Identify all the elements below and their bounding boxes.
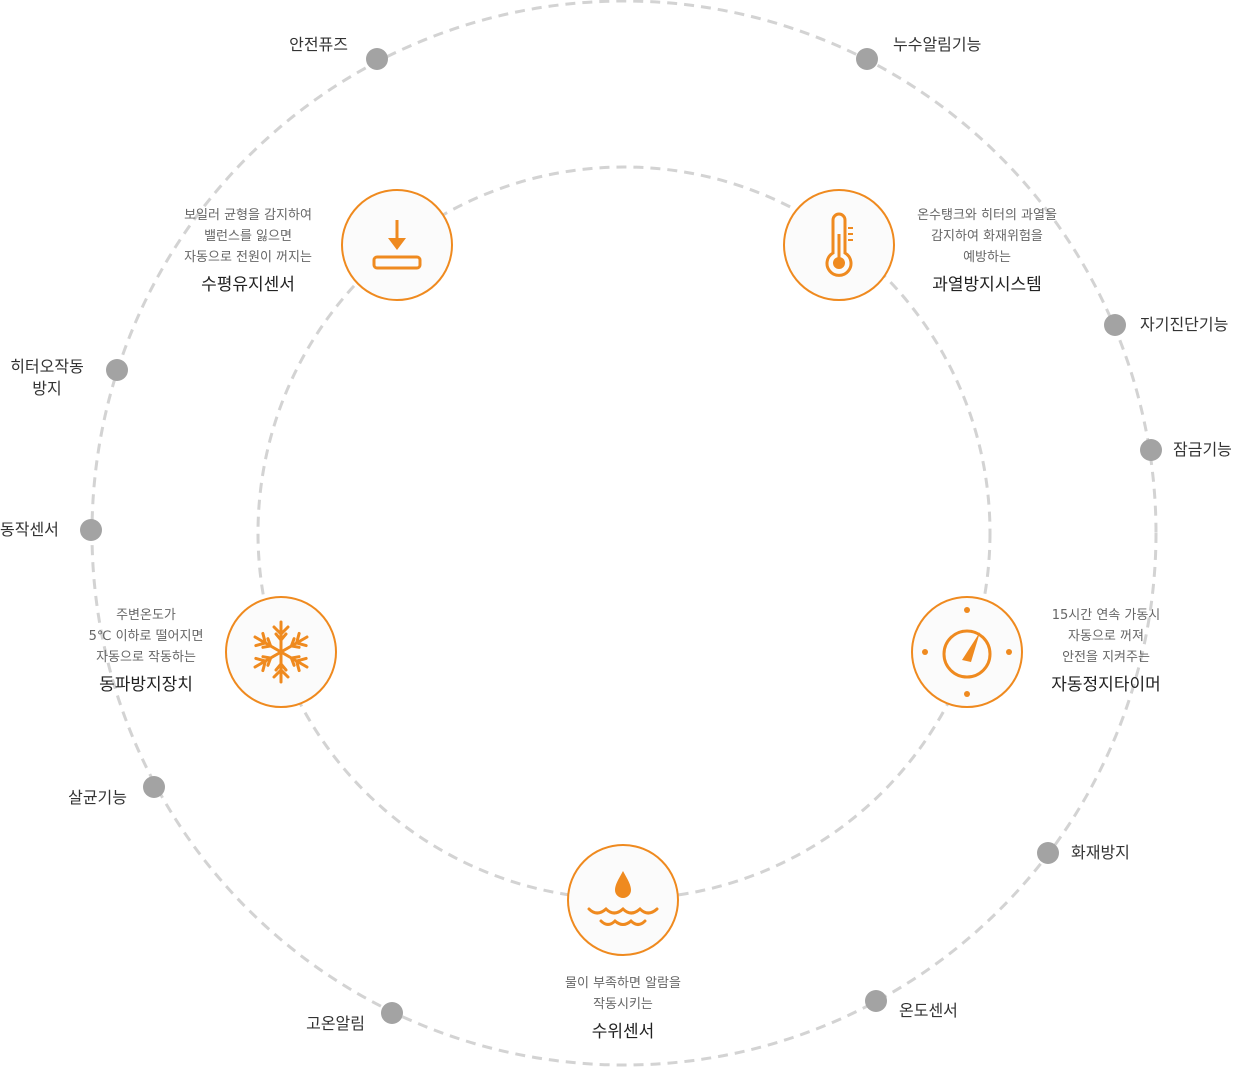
feature-desc: 온수탱크와 히터의 과열을 감지하여 화재위험을 예방하는 (917, 208, 1057, 265)
feature-circle-auto-stop (911, 596, 1023, 708)
feature-text-water-level: 물이 부족하면 알람을 작동시키는 수위센서 (565, 973, 681, 1045)
feature-text-auto-stop: 15시간 연속 가동시 자동으로 꺼져 안전을 지켜주는 자동정지타이머 (1051, 605, 1160, 698)
feature-title: 자동정지타이머 (1051, 675, 1161, 695)
outer-label-high-temp-alarm: 고온알림 (306, 1014, 365, 1033)
feature-desc: 15시간 연속 가동시 자동으로 꺼져 안전을 지켜주는 (1051, 608, 1161, 665)
outer-label-heater-malfunction: 히터오작동 방지 (10, 357, 84, 398)
feature-text-freeze: 주변온도가 5℃ 이하로 떨어지면 자동으로 작동하는 동파방지장치 (89, 605, 204, 698)
feature-title: 동파방지장치 (99, 675, 193, 695)
outer-dot-sterilization (143, 776, 165, 798)
outer-dot-heater-malfunction (106, 359, 128, 381)
feature-circle-overheat (783, 189, 895, 301)
inner-dashed-ring (256, 165, 992, 901)
outer-dot-motion-sensor (80, 519, 102, 541)
feature-desc: 주변온도가 5℃ 이하로 떨어지면 자동으로 작동하는 (88, 608, 204, 665)
feature-desc: 물이 부족하면 알람을 작동시키는 (565, 976, 681, 1012)
feature-circle-freeze (225, 596, 337, 708)
outer-label-fire-prevention: 화재방지 (1071, 843, 1130, 862)
feature-circle-water-level (567, 844, 679, 956)
feature-text-level-sensor: 보일러 균형을 감지하여 밸런스를 잃으면 자동으로 전원이 꺼지는 수평유지센… (184, 205, 312, 298)
outer-label-safety-fuse: 안전퓨즈 (289, 35, 348, 54)
outer-label-temp-sensor: 온도센서 (899, 1001, 958, 1020)
outer-dot-leak-alarm (856, 48, 878, 70)
timer-dial-icon (922, 607, 1012, 697)
feature-desc: 보일러 균형을 감지하여 밸런스를 잃으면 자동으로 전원이 꺼지는 (184, 208, 312, 265)
feature-title: 수위센서 (591, 1022, 655, 1042)
feature-title: 과열방지시스템 (932, 275, 1042, 295)
feature-text-overheat: 온수탱크와 히터의 과열을 감지하여 화재위험을 예방하는 과열방지시스템 (917, 205, 1057, 298)
outer-label-leak-alarm: 누수알림기능 (893, 35, 982, 54)
outer-dot-fire-prevention (1037, 842, 1059, 864)
outer-dot-lock (1140, 439, 1162, 461)
feature-circle-level-sensor (341, 189, 453, 301)
outer-dot-safety-fuse (366, 48, 388, 70)
thermometer-icon (825, 212, 853, 277)
level-arrow-icon (372, 220, 422, 270)
outer-label-lock: 잠금기능 (1173, 440, 1232, 459)
outer-label-self-diagnosis: 자기진단기능 (1140, 315, 1229, 334)
snowflake-icon (253, 620, 309, 684)
outer-dot-temp-sensor (865, 990, 887, 1012)
outer-dot-high-temp-alarm (381, 1002, 403, 1024)
outer-dot-self-diagnosis (1104, 314, 1126, 336)
water-drop-icon (587, 871, 659, 926)
outer-label-motion-sensor: 동작센서 (0, 520, 59, 539)
outer-label-sterilization: 살균기능 (68, 788, 127, 807)
feature-title: 수평유지센서 (201, 275, 295, 295)
